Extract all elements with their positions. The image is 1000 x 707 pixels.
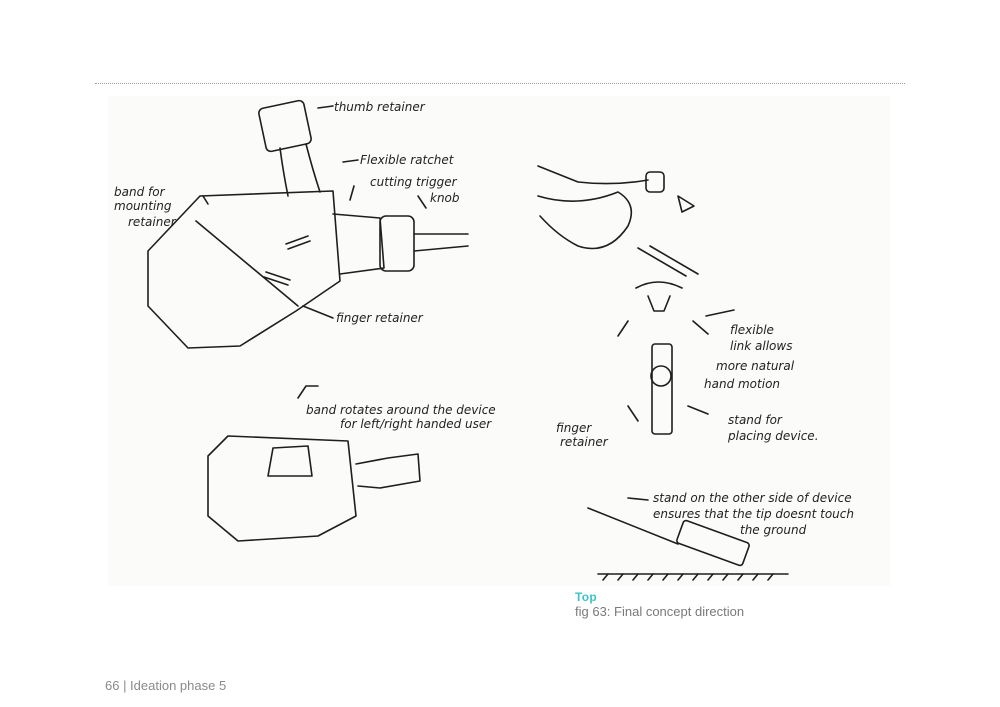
label-finger-retainer-top: finger retainer [336,311,424,325]
device-side-nose [355,453,421,489]
label-other-1: stand on the other side of device [653,491,852,505]
label-finger-1: finger [556,421,592,435]
label-flex-2: link allows [730,339,792,353]
ground-hatch [602,573,774,581]
concept-sketch: thumb retainer Flexible ratchet cutting … [108,96,890,586]
finger-slot-1 [285,235,311,250]
hand-knob [645,171,665,193]
label-band-rotates-1: band rotates around the device [306,403,496,417]
label-flex-4: hand motion [704,377,780,391]
finger-slot-2 [263,271,291,286]
label-cutting-trigger: cutting trigger [370,175,458,189]
down-arrow [677,195,695,213]
rotate-arrow [635,281,683,289]
figure-caption: fig 63: Final concept direction [575,604,745,619]
label-finger-2: retainer [560,435,609,449]
label-band-mount-2: mounting [114,199,172,213]
device-body [147,190,341,349]
figure-label: Top [575,590,597,604]
label-flexible-ratchet: Flexible ratchet [360,153,455,167]
device-nose [332,213,385,275]
stand-device [651,343,673,435]
hand-outline [537,191,633,250]
ratchet-gear [650,365,672,387]
label-knob: knob [430,191,460,205]
device-ground [676,519,750,567]
label-thumb-retainer: thumb retainer [334,100,426,114]
ratchet-stem [279,143,321,197]
device-side-body [207,435,357,542]
band-loop [267,445,313,477]
needle-lines [413,233,469,252]
label-band-mount-1: band for [114,185,166,199]
sketch-drawing: thumb retainer Flexible ratchet cutting … [114,99,854,581]
label-flex-3: more natural [716,359,795,373]
needle-ground [587,507,679,545]
label-other-2: ensures that the tip doesnt touch [653,507,854,521]
thumb-pad [258,99,312,153]
header-divider [95,83,905,84]
label-flex-1: flexible [730,323,774,337]
label-band-rotates-2: for left/right handed user [340,417,492,431]
label-band-mount-3: retainer [128,215,177,229]
knob [379,215,415,272]
device-band-line [195,220,299,307]
label-stand-1: stand for [728,413,783,427]
label-stand-2: placing device. [727,429,819,443]
page-footer: 66 | Ideation phase 5 [105,678,227,693]
label-other-3: the ground [740,523,807,537]
